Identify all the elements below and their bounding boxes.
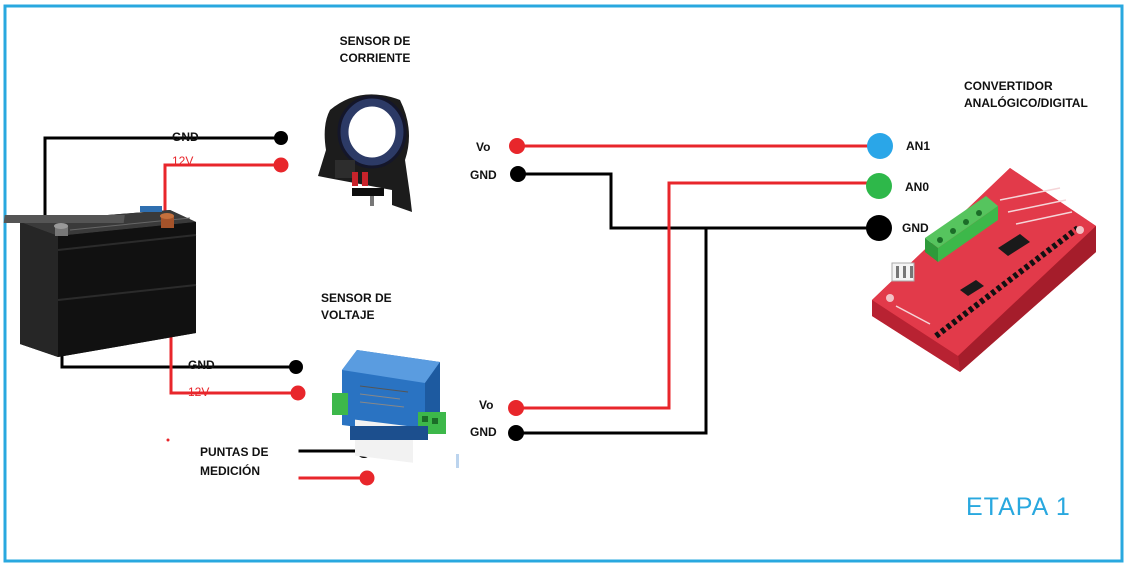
- dot-vs-gnd-out: [508, 425, 524, 441]
- dot-probe-red: [360, 471, 375, 486]
- pin-adc-gnd: [866, 215, 892, 241]
- label-an1: AN1: [906, 139, 930, 153]
- dot-cs-vo: [509, 138, 525, 154]
- voltage-sensor-title-line2: VOLTAJE: [321, 307, 392, 324]
- adc-board-icon: [872, 168, 1096, 372]
- adc-title: CONVERTIDOR ANALÓGICO/DIGITAL: [964, 78, 1088, 112]
- voltage-sensor-title: SENSOR DE VOLTAJE: [321, 290, 392, 324]
- dot-cs-gnd: [274, 131, 288, 145]
- label-adc-gnd: GND: [902, 221, 929, 235]
- label-cs-12v: 12V: [172, 154, 193, 168]
- dot-cs-12v: [274, 158, 289, 173]
- label-cs-out-gnd: GND: [470, 168, 497, 182]
- label-vs-vo: Vo: [479, 398, 493, 412]
- current-sensor-title: SENSOR DE CORRIENTE: [330, 33, 420, 67]
- stray-red-mark: [167, 439, 170, 442]
- probes-label: PUNTAS DE MEDICIÓN: [200, 443, 268, 481]
- probes-label-line2: MEDICIÓN: [200, 462, 268, 481]
- label-vs-out-gnd: GND: [470, 425, 497, 439]
- label-vs-gnd: GND: [188, 358, 215, 372]
- pin-an0: [866, 173, 892, 199]
- dot-vs-12v: [291, 386, 306, 401]
- wire-vs-vo-an0: [515, 183, 879, 408]
- pin-an1: [867, 133, 893, 159]
- hall-current-sensor-icon: [318, 94, 412, 212]
- label-an0: AN0: [905, 180, 929, 194]
- label-cs-vo: Vo: [476, 140, 490, 154]
- wire-12v-current-sensor: [165, 165, 278, 222]
- dot-vs-vo: [508, 400, 524, 416]
- dot-cs-gnd-out: [510, 166, 526, 182]
- adc-title-line2: ANALÓGICO/DIGITAL: [964, 95, 1088, 112]
- adc-title-line1: CONVERTIDOR: [964, 78, 1088, 95]
- stage-label: ETAPA 1: [966, 493, 1071, 522]
- label-cs-gnd: GND: [172, 130, 199, 144]
- probes-label-line1: PUNTAS DE: [200, 443, 268, 462]
- dot-vs-gnd: [289, 360, 303, 374]
- current-sensor-title-line2: CORRIENTE: [330, 50, 420, 67]
- voltage-sensor-title-line1: SENSOR DE: [321, 290, 392, 307]
- current-sensor-title-line1: SENSOR DE: [330, 33, 420, 50]
- wire-vs-gnd-adc-gnd: [515, 228, 706, 433]
- car-battery-icon: [4, 206, 196, 357]
- label-vs-12v: 12V: [188, 385, 209, 399]
